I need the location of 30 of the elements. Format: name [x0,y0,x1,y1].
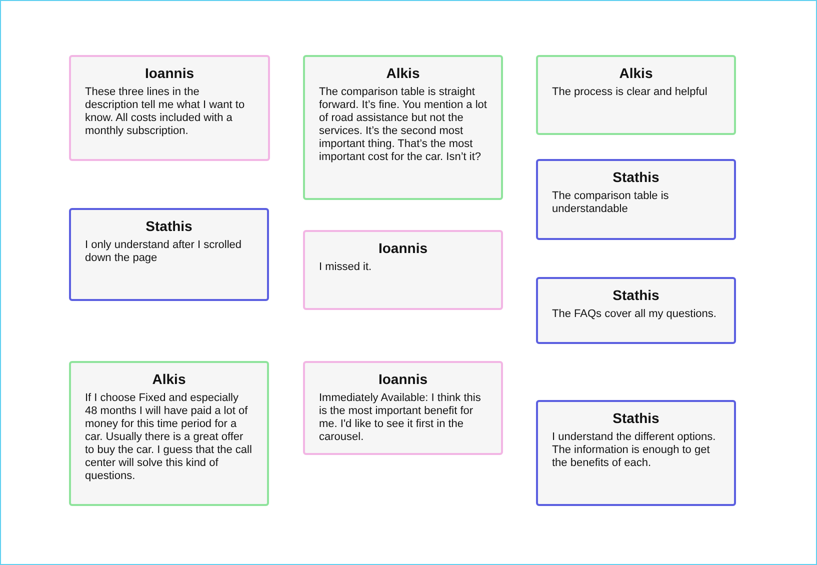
quote-card [69,208,269,301]
person-name: Stathis [612,410,660,426]
quote-text: The comparison table is straight forward. It’s fine. You mention a lot of road assistance but not the services. It’s the second most important thing. That’s the most important cost for the car. Isn’t it? [319,86,487,164]
quote-text: I understand the different options. The information is enough to get the benefits of each. [552,431,717,470]
person-name: Stathis [144,218,194,234]
quote-text: Immediately Available: I think this is the most important benefit for me. I'd like to see it first in the carousel. [319,392,482,444]
person-name: Stathis [612,287,660,303]
quote-text: I only understand after I scrolled down the page [85,239,243,265]
person-name: Alkis [385,65,421,81]
quote-card [536,159,736,240]
quote-text: The comparison table is understandable [552,190,670,216]
quote-text: I missed it. [319,261,373,274]
quote-card [303,230,503,310]
quote-text: If I choose Fixed and especially 48 months I will have paid a lot of money for this time period for a car. Usually there is a great offer to buy the car. I guess that the call center will solve this kind of questions. [85,392,253,483]
quote-text: These three lines in the description tell me what I want to know. All costs included with a monthly subscription. [85,86,246,138]
person-name: Ioannis [377,240,428,256]
quote-card [536,277,736,344]
quote-card [69,55,270,161]
quote-card [303,55,503,200]
person-name: Stathis [612,169,660,185]
quote-card [69,361,269,506]
quote-card [536,55,736,135]
quote-text: The process is clear and helpful [552,86,708,99]
person-name: Alkis [618,65,654,81]
quote-card [536,400,736,506]
person-name: Ioannis [377,371,428,387]
quote-card [303,361,503,455]
person-name: Alkis [151,371,187,387]
quote-text: The FAQs cover all my questions. [552,308,718,321]
person-name: Ioannis [144,65,195,81]
